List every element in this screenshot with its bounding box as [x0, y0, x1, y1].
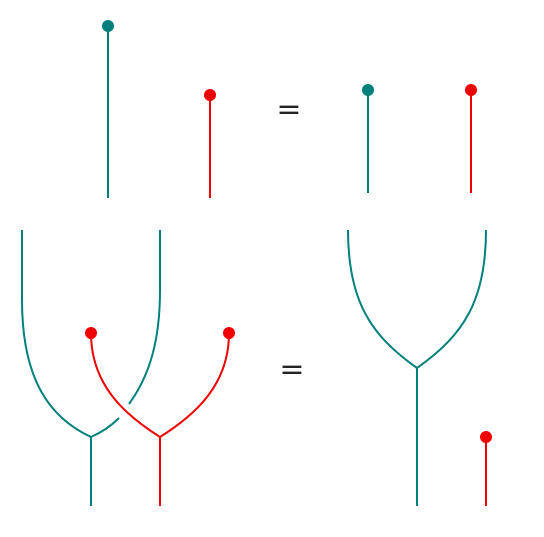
eq2-rhs-teal-left-arm — [347, 229, 418, 369]
eq2-lhs — [21, 230, 235, 506]
eq2-lhs-red-left-arm — [90, 332, 161, 438]
equation-1: = — [102, 20, 477, 198]
eq2-lhs-teal-right-arm-upper — [128, 230, 161, 405]
eq1-rhs — [362, 84, 477, 193]
eq2-lhs-teal-right-arm-lower — [90, 417, 120, 438]
eq1-rhs-teal-unit-dot — [362, 84, 374, 96]
eq1-rhs-red-unit-dot — [465, 84, 477, 96]
eq2-lhs-red-right-arm — [159, 332, 230, 438]
eq2-lhs-red-unit-dot-right — [223, 327, 235, 339]
eq1-lhs — [102, 20, 216, 198]
eq2-lhs-red-unit-dot-left — [85, 327, 97, 339]
eq1-lhs-teal-unit-dot — [102, 20, 114, 32]
eq2-rhs-teal-right-arm — [416, 229, 487, 369]
eq1-equals-sign: = — [276, 92, 301, 127]
eq2-rhs-red-unit-dot — [480, 431, 492, 443]
eq2-rhs — [347, 229, 492, 506]
equation-2: = — [21, 229, 492, 506]
eq2-equals-sign: = — [279, 352, 304, 387]
eq2-lhs-teal-left-arm — [21, 230, 92, 438]
eq1-lhs-red-unit-dot — [204, 89, 216, 101]
